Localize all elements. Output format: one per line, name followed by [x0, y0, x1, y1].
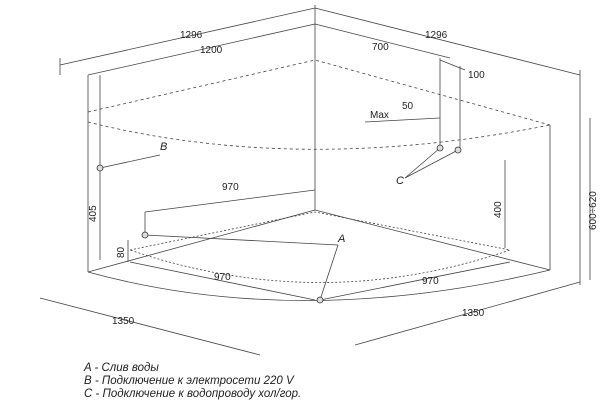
- dim-label-1200: 1200: [200, 45, 223, 56]
- legend-item-c: C - Подключение к водопроводу хол/гор.: [84, 388, 302, 400]
- dim-line-1296-left: [59, 7, 316, 66]
- max-label: Max: [370, 110, 389, 121]
- dim-line-970-br: [319, 261, 511, 301]
- dim-line-970-bl: [129, 261, 316, 301]
- legend-item-b: B - Подключение к электросети 220 V: [84, 375, 294, 387]
- legend: A - Слив воды B - Подключение к электрос…: [84, 362, 504, 401]
- dim-label-600-620: 600÷620: [588, 191, 599, 230]
- dim-label-1350-left: 1350: [112, 316, 135, 327]
- callout-b: B: [160, 141, 167, 153]
- base-front-curve: [87, 269, 551, 301]
- top-rim-front: [87, 121, 551, 150]
- dim-line-970-mid: [144, 189, 316, 213]
- dim-line-1350-right: [354, 281, 581, 346]
- dim-label-970-mid: 970: [222, 182, 239, 193]
- dim-label-1296-left: 1296: [180, 30, 203, 41]
- b-leader: [99, 154, 161, 169]
- a-leader-1: [144, 234, 339, 246]
- a-leader-2: [319, 244, 339, 301]
- drain-fitting-icon: [141, 231, 149, 239]
- bowl-floor: [129, 211, 512, 283]
- dim-label-1296-right: 1296: [425, 30, 448, 41]
- dim-label-405: 405: [88, 205, 99, 222]
- drain-outlet-icon: [316, 296, 324, 304]
- callout-c: C: [396, 175, 404, 187]
- dim-label-970-br: 970: [422, 276, 439, 287]
- dim-line-1200: [87, 23, 316, 76]
- dim-line-1350-left: [39, 297, 261, 356]
- water-connection-icon: [436, 144, 444, 152]
- dim-label-100: 100: [468, 70, 485, 81]
- water-connection-icon-2: [454, 146, 462, 154]
- legend-item-a: A - Слив воды: [84, 362, 159, 374]
- base-left: [87, 209, 316, 273]
- dim-line-700: [314, 23, 451, 59]
- max-value: 50: [402, 101, 414, 112]
- dim-label-400: 400: [493, 201, 504, 218]
- electric-connection-icon: [96, 164, 104, 172]
- dim-line-1296-right: [314, 7, 581, 76]
- dim-label-1350-right: 1350: [462, 308, 485, 319]
- dim-label-80: 80: [116, 246, 127, 258]
- c-leader-2: [404, 149, 459, 179]
- dim-label-970-bl: 970: [214, 272, 231, 283]
- callout-a: A: [337, 233, 345, 245]
- dim-line-100: [439, 59, 466, 71]
- c-leader-1: [404, 147, 441, 179]
- max-dim-line: [364, 117, 441, 123]
- dim-label-700: 700: [372, 42, 389, 53]
